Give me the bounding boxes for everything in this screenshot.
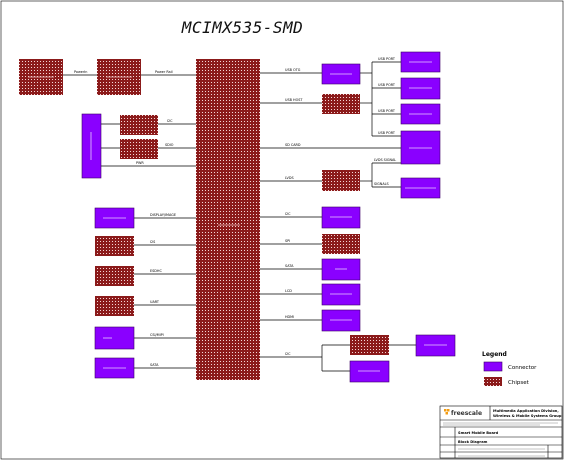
svg-text:SATA: SATA <box>285 264 294 268</box>
chip-usb-hub <box>322 94 360 114</box>
diagram-title: MCIMX535-SMD <box>181 18 304 37</box>
legend: Legend Connector Chipset <box>482 351 537 386</box>
legend-swatch-chipset <box>484 377 502 386</box>
svg-text:PWR: PWR <box>136 161 144 165</box>
block-captions <box>28 61 447 372</box>
svg-text:I2C: I2C <box>285 352 291 356</box>
svg-text:ESDHC: ESDHC <box>150 269 162 273</box>
svg-text:SATA: SATA <box>150 363 159 367</box>
conn-i2c <box>321 206 361 229</box>
svg-text:DISPLAY/IMAGE: DISPLAY/IMAGE <box>150 213 176 217</box>
chip-audio-codec <box>95 236 134 256</box>
conn-hdmi <box>321 309 361 332</box>
freescale-logo: freescale <box>444 409 482 417</box>
svg-text:LVDS SIGNAL: LVDS SIGNAL <box>374 158 396 162</box>
chip-esdhc-device <box>95 266 134 286</box>
chip-uart-device <box>95 296 134 316</box>
chip-sdio-device <box>120 139 158 159</box>
svg-text:USB PORT: USB PORT <box>378 57 396 61</box>
svg-text:SPI: SPI <box>285 239 290 243</box>
svg-text:LCD: LCD <box>285 289 292 293</box>
chip-cpu-imx535 <box>196 59 260 380</box>
svg-text:SDIO: SDIO <box>165 143 174 147</box>
svg-text:freescale: freescale <box>451 410 482 417</box>
svg-text:USB OTG: USB OTG <box>285 68 301 72</box>
chipset-blocks <box>19 59 389 380</box>
svg-text:SD CARD: SD CARD <box>285 143 301 147</box>
svg-text:USB PORT: USB PORT <box>378 109 396 113</box>
chip-i2c-sensor <box>350 335 389 355</box>
svg-text:I2C: I2C <box>167 119 173 123</box>
svg-text:PowerIn: PowerIn <box>74 70 87 74</box>
conn-lcd <box>321 283 361 306</box>
legend-swatch-connector <box>483 361 503 372</box>
title-block: freescale Multimedia Application Divisio… <box>439 405 563 459</box>
conn-sata-port <box>321 258 361 281</box>
svg-text:LVDS: LVDS <box>285 176 294 180</box>
title-block-board: Smart Mobile Board <box>458 431 499 435</box>
svg-text:HDMI: HDMI <box>285 315 294 319</box>
svg-text:UART: UART <box>150 300 160 304</box>
legend-title: Legend <box>482 351 507 358</box>
chip-spi-device <box>322 234 360 254</box>
svg-text:Power Rail: Power Rail <box>155 70 173 74</box>
svg-text:USB PORT: USB PORT <box>378 83 396 87</box>
svg-text:CSI/MIPI: CSI/MIPI <box>150 333 164 337</box>
conn-camera <box>94 326 135 350</box>
conn-battery <box>81 113 102 179</box>
conn-usb-port-2 <box>400 77 441 100</box>
legend-label-connector: Connector <box>508 365 537 371</box>
svg-text:USB HOST: USB HOST <box>285 98 303 102</box>
legend-label-chipset: Chipset <box>508 380 530 386</box>
chip-lvds-bridge <box>322 170 360 191</box>
conn-sensor-port <box>415 334 456 357</box>
svg-text:I2S: I2S <box>150 240 155 244</box>
title-block-division: Multimedia Application Division, <box>493 409 559 413</box>
wires <box>63 61 416 372</box>
title-block-group: Wireless & Mobile Systems Group <box>493 414 562 418</box>
title-block-sheet: Block Diagram <box>458 440 488 444</box>
wire-labels: PowerIn Power Rail I2C SDIO PWR DISPLAY/… <box>74 57 396 367</box>
svg-text:I2C: I2C <box>285 212 291 216</box>
conn-gps <box>349 360 390 383</box>
conn-sd-card <box>400 130 441 165</box>
svg-text:USB PORT: USB PORT <box>378 131 396 135</box>
svg-text:SIGNALS: SIGNALS <box>374 182 389 186</box>
chip-i2c-device <box>120 115 158 135</box>
